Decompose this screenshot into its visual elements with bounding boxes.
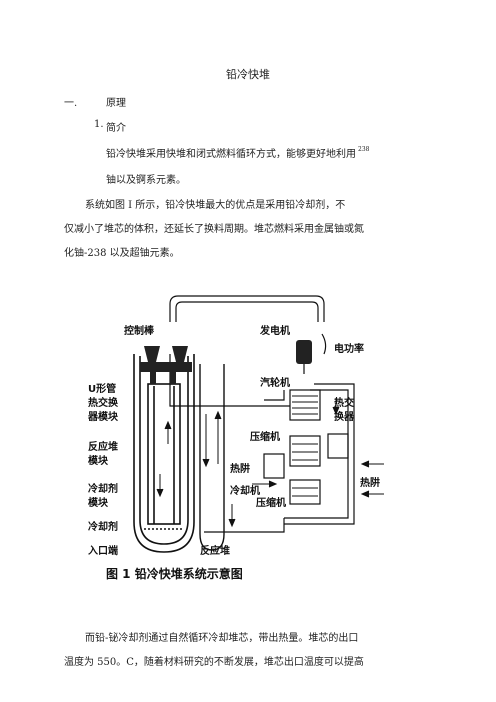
label-heat-sink-left: 热阱 <box>230 462 250 475</box>
paragraph-3-line-1: 而铅-铋冷却剂通过自然循环冷却堆芯，带出热量。堆芯的出口 <box>85 633 359 644</box>
label-u-tube-1: U形管 <box>88 382 116 395</box>
page-title: 铅冷快堆 <box>226 68 270 81</box>
generator-body <box>296 340 312 364</box>
label-power: 电功率 <box>334 342 364 355</box>
label-coolant: 冷却剂 <box>88 520 118 533</box>
downcomer <box>199 364 225 551</box>
stack-fins <box>292 395 318 497</box>
label-u-tube-2: 热交换 <box>88 396 119 409</box>
label-reactor-module-1: 反应堆 <box>88 440 118 453</box>
lead-cooled-reactor-diagram: 控制棒 U形管 热交换 器模块 反应堆 模块 冷却剂 模块 冷却剂 入口端 反应… <box>87 295 384 581</box>
turbine-link-pipe <box>264 390 290 407</box>
flow-arrows <box>156 398 384 528</box>
paragraph-1-line-1-text: 铅冷快堆采用快堆和闭式燃料循环方式，能够更好地利用 <box>106 149 356 160</box>
label-u-tube-3: 器模块 <box>87 410 119 423</box>
label-compressor-top: 压缩机 <box>250 430 280 443</box>
section-number: 一. <box>64 98 78 109</box>
label-heat-exchanger-1: 热交 <box>334 396 354 409</box>
label-reactor-module-2: 模块 <box>88 454 109 467</box>
superscript-238: 238 <box>358 146 370 153</box>
section-title: 原理 <box>106 98 126 109</box>
label-turbine: 汽轮机 <box>260 376 290 389</box>
label-compressor-bottom: 压缩机 <box>256 496 286 509</box>
paragraph-2-line-3: 化铀-238 以及超铀元素。 <box>64 248 180 259</box>
upper-pipe <box>175 301 319 322</box>
label-coolant-module-2: 模块 <box>88 496 109 509</box>
figure-caption: 图 1 铅冷快堆系统示意图 <box>106 566 243 581</box>
subsection-number: 1. <box>94 119 104 130</box>
paragraph-1-line-2: 铀以及锕系元素。 <box>106 175 186 186</box>
paragraph-2-line-1: 系统如图 I 所示，铅冷快堆最大的优点是采用铅冷却剂，不 <box>85 200 346 211</box>
label-heat-sink-right: 热阱 <box>360 476 380 489</box>
label-coolant-module-1: 冷却剂 <box>88 482 118 495</box>
label-control-rod: 控制棒 <box>124 324 155 337</box>
label-heat-exchanger-2: 换器 <box>334 410 355 423</box>
reactor-vessel <box>133 354 195 553</box>
paragraph-3-line-2: 温度为 550。C，随着材料研究的不断发展，堆芯出口温度可以提高 <box>64 657 364 668</box>
system-diagram-figure: 控制棒 U形管 热交换 器模块 反应堆 模块 冷却剂 模块 冷却剂 入口端 反应… <box>84 294 402 584</box>
bottom-pipe <box>204 518 285 533</box>
subsection-title: 简介 <box>106 123 126 134</box>
label-inlet: 入口端 <box>88 544 118 557</box>
return-pipe <box>169 354 264 407</box>
power-line <box>321 333 327 355</box>
label-reactor: 反应堆 <box>200 544 230 557</box>
power-conversion-stack <box>263 389 349 505</box>
label-cooler: 冷却机 <box>230 484 260 497</box>
upper-pipe-outer <box>169 295 325 322</box>
paragraph-2-line-2: 仅减小了堆芯的体积，还延长了换料周期。堆芯燃料采用金属铀或氮 <box>64 224 364 235</box>
control-rod-drives <box>140 346 192 384</box>
label-generator: 发电机 <box>259 324 290 337</box>
